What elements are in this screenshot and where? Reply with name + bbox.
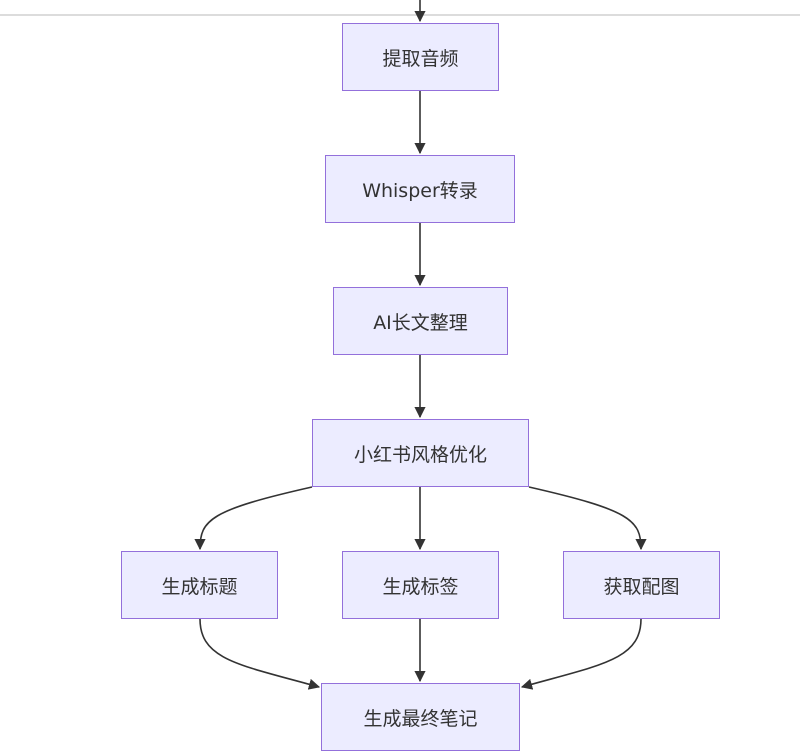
node-generate-tags: 生成标签 bbox=[342, 551, 499, 619]
node-whisper-transcribe: Whisper转录 bbox=[325, 155, 515, 223]
edge-xhs-to-title bbox=[194, 486, 313, 551]
node-extract-audio: 提取音频 bbox=[342, 23, 499, 91]
edge-title-to-final bbox=[199, 618, 321, 690]
node-xhs-style-optimize: 小红书风格优化 bbox=[312, 419, 529, 487]
node-generate-title: 生成标题 bbox=[121, 551, 278, 619]
node-generate-final-note: 生成最终笔记 bbox=[321, 683, 520, 751]
node-get-images: 获取配图 bbox=[563, 551, 720, 619]
node-ai-organize: AI长文整理 bbox=[333, 287, 508, 355]
edge-xhs-to-image bbox=[528, 486, 647, 551]
edge-image-to-final bbox=[520, 618, 642, 690]
window-top-bar bbox=[0, 0, 800, 16]
